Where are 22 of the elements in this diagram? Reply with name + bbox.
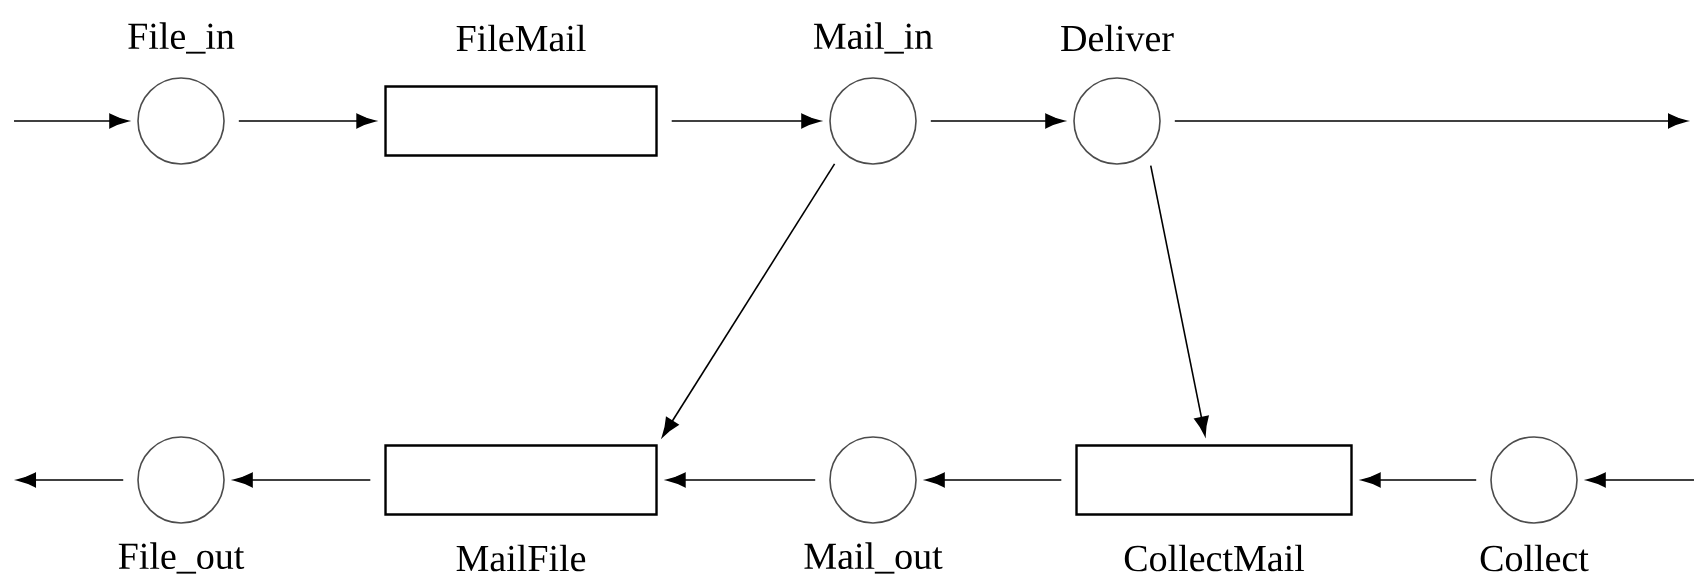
place-label: File_out bbox=[118, 542, 245, 574]
arrow bbox=[930, 113, 1065, 129]
place-label: Mail_out bbox=[804, 542, 943, 574]
arrow bbox=[1149, 164, 1209, 436]
arrow bbox=[670, 113, 821, 129]
arrow bbox=[1174, 113, 1688, 129]
place-label: FileMail bbox=[456, 24, 586, 52]
place-label: MailFile bbox=[456, 544, 586, 572]
arrow bbox=[13, 113, 129, 129]
arrow bbox=[925, 472, 1063, 488]
arrow bbox=[666, 472, 816, 488]
place-label: Mail_in bbox=[813, 22, 933, 54]
arrow bbox=[238, 113, 376, 129]
arrow bbox=[1361, 472, 1477, 488]
arrow bbox=[233, 472, 372, 488]
place-label: Collect bbox=[1480, 544, 1589, 572]
place-label: Deliver bbox=[1061, 24, 1174, 52]
place-label: File_in bbox=[128, 22, 235, 54]
arrow bbox=[1586, 472, 1694, 488]
arrow bbox=[16, 472, 124, 488]
place-label: CollectMail bbox=[1124, 544, 1305, 572]
arrow bbox=[661, 163, 836, 438]
